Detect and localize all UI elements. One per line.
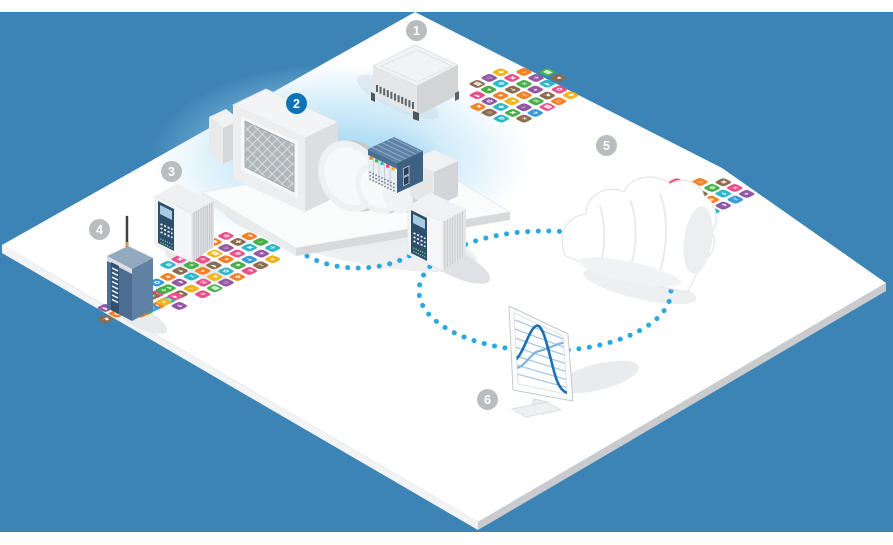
step-badge-4: 4 (89, 219, 110, 240)
plc-front-band (368, 149, 397, 169)
factory-machine (200, 88, 512, 256)
step-badge-1: 1 (406, 20, 427, 41)
plc-top-stripes (371, 137, 422, 162)
server-foot (455, 91, 459, 101)
plc-terminals (369, 171, 396, 193)
gateway-display (413, 214, 425, 229)
plc-module-leds (369, 156, 395, 171)
monitor-base (510, 401, 563, 418)
chart-line-dark (514, 324, 567, 394)
plc-module-separators (373, 157, 391, 186)
industrial-pc-tower (154, 184, 214, 263)
server-vent-slots (376, 85, 414, 109)
chart-line-light (514, 340, 567, 370)
step-badge-3: 3 (161, 161, 182, 182)
rack-server (371, 44, 460, 121)
server-foot (371, 92, 375, 102)
router-lid (107, 256, 132, 274)
router-top (107, 246, 153, 269)
step-badge-2: 2 (286, 93, 307, 114)
plc-top (368, 137, 423, 163)
step-badge-5: 5 (596, 135, 617, 156)
gateway-top (408, 193, 466, 222)
mesh-panel (244, 120, 295, 193)
machine-base-edge-left (202, 192, 296, 256)
tower-top (155, 184, 214, 213)
server-foot (413, 111, 419, 121)
monitor (508, 305, 574, 418)
server-lid-line (379, 49, 454, 83)
plc-port (403, 165, 410, 178)
cloud (561, 176, 717, 293)
machine-cabin-top (209, 109, 240, 128)
plc-controller (368, 137, 423, 193)
floor-edge-right (478, 283, 886, 530)
machine-cabin-left (209, 117, 223, 164)
plc-port (403, 174, 410, 187)
cloud-shading (579, 257, 681, 287)
gateway-tower (407, 193, 466, 272)
heatsink-fins (193, 202, 213, 261)
turbine-discs (318, 140, 419, 214)
router-ports (111, 267, 119, 304)
cloud-shading (683, 206, 713, 274)
heatsink-fins (444, 211, 464, 270)
router-side (132, 258, 153, 321)
tower-display (160, 205, 172, 220)
antenna-band (125, 242, 129, 247)
step-badge-6: 6 (477, 389, 498, 410)
wireless-router (107, 215, 153, 321)
server-right-face (417, 65, 458, 116)
